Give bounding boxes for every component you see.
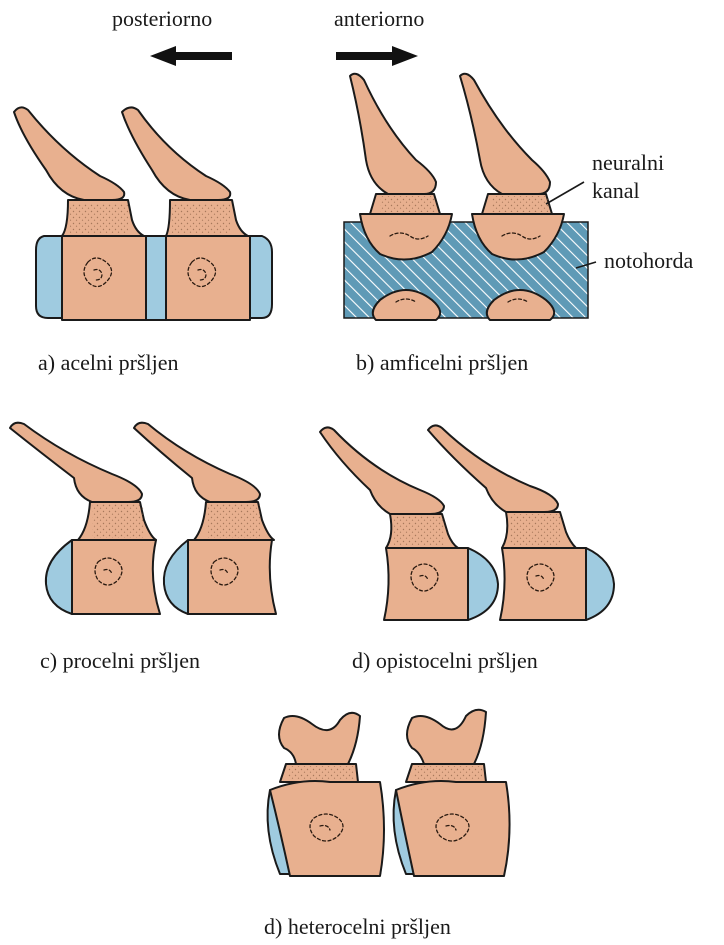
neural-canal-leader [546, 182, 584, 204]
neural-spine [407, 710, 486, 764]
arrow-right-icon [336, 46, 418, 66]
panel-heterocoelous: d) heterocelni pršljen [264, 710, 510, 939]
intervertebral-disc [144, 236, 166, 320]
neural-spine [14, 107, 124, 200]
anterior-label: anteriorno [334, 6, 424, 31]
vertebral-centrum [62, 236, 146, 320]
neural-spine [350, 74, 436, 194]
neural-spine [428, 425, 558, 512]
intervertebral-disc [164, 540, 188, 614]
panel-acoelous: a) acelni pršljen [14, 107, 272, 375]
panel-procoelous: c) procelni pršljen [10, 423, 276, 673]
panel-caption: d) heterocelni pršljen [264, 914, 451, 939]
vertebral-centrum [166, 236, 250, 320]
neural-spine [134, 423, 260, 502]
notochord-label: notohorda [604, 248, 693, 273]
panel-caption: d) opistocelni pršljen [352, 648, 538, 673]
panel-caption: a) acelni pršljen [38, 350, 179, 375]
posterior-label: posteriorno [112, 6, 212, 31]
intervertebral-disc [46, 540, 72, 614]
arrow-left-icon [150, 46, 232, 66]
intervertebral-disc [468, 548, 498, 620]
panel-caption: c) procelni pršljen [40, 648, 200, 673]
neural-spine [279, 713, 360, 764]
intervertebral-disc [36, 236, 64, 318]
vertebral-centrum [396, 781, 510, 876]
vertebral-centrum [270, 781, 384, 876]
vertebral-centrum [188, 540, 276, 614]
vertebral-centrum [384, 548, 468, 620]
intervertebral-disc [248, 236, 272, 318]
panel-caption: b) amficelni pršljen [356, 350, 528, 375]
vertebral-centrum [500, 548, 586, 620]
neural-spine [320, 427, 444, 514]
neural-spine [10, 423, 142, 502]
neural-spine [122, 107, 230, 200]
intervertebral-disc [586, 548, 614, 620]
direction-indicator: posteriorno anteriorno [112, 6, 424, 66]
panel-amphicoelous: neuralni kanal notohorda b) amficelni pr… [344, 74, 693, 375]
neural-canal-label: neuralni [592, 150, 664, 175]
vertebral-centrum [72, 540, 160, 614]
panel-opisthocoelous: d) opistocelni pršljen [320, 425, 614, 673]
neural-canal-label-line2: kanal [592, 178, 640, 203]
neural-spine [460, 74, 550, 194]
